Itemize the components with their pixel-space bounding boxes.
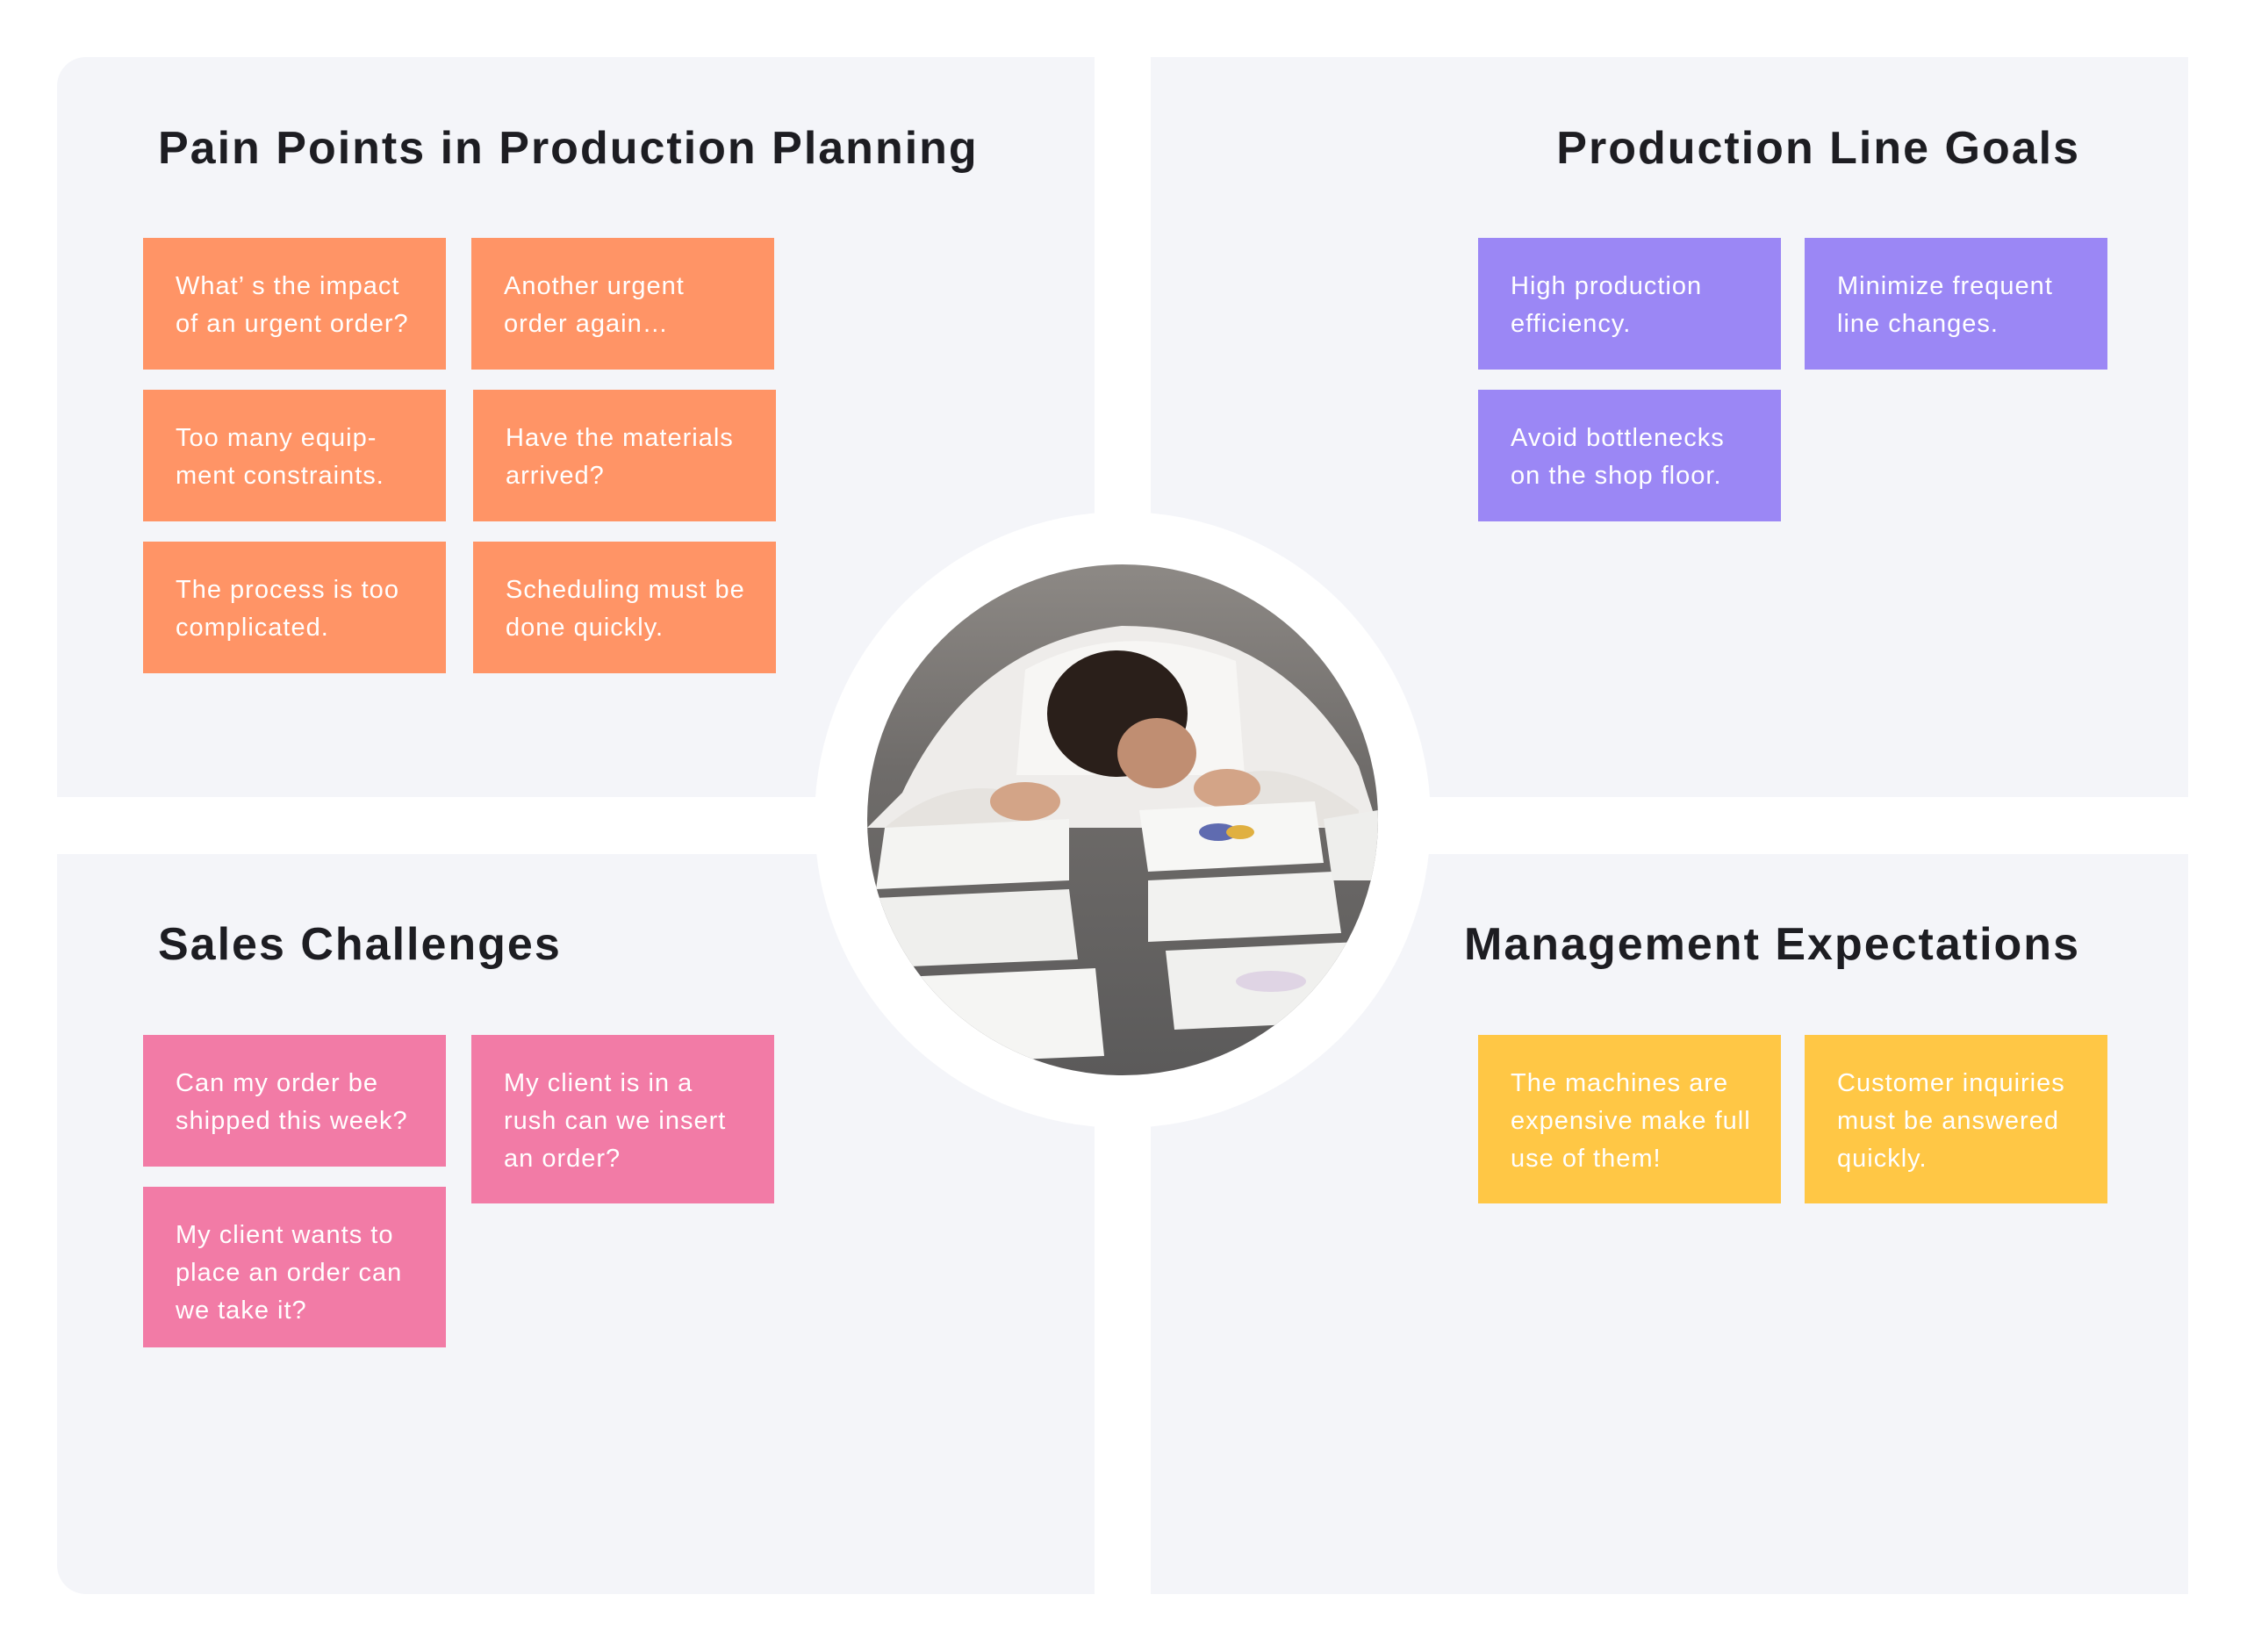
- goal-note: High production efficiency.: [1478, 238, 1781, 370]
- goal-note: Minimize frequent line changes.: [1805, 238, 2107, 370]
- pain-note: Scheduling must be done quickly.: [473, 542, 776, 673]
- pain-note: The process is too complicated.: [143, 542, 446, 673]
- pain-points-title: Pain Points in Production Planning: [158, 123, 979, 174]
- management-note: Customer inquiries must be answered quic…: [1805, 1035, 2107, 1203]
- pain-note: Another urgent order again…: [471, 238, 774, 370]
- goals-title: Production Line Goals: [1556, 123, 2080, 174]
- pain-note: Too many equip-ment constraints.: [143, 390, 446, 521]
- management-title: Management Expectations: [1464, 919, 2080, 970]
- pain-note: Have the materials arrived?: [473, 390, 776, 521]
- goal-note: Avoid bottlenecks on the shop floor.: [1478, 390, 1781, 521]
- sales-title: Sales Challenges: [158, 919, 562, 970]
- sales-note: My client is in a rush can we insert an …: [471, 1035, 774, 1203]
- sales-note: Can my order be shipped this week?: [143, 1035, 446, 1167]
- stressed-worker-photo: [867, 564, 1378, 1075]
- sales-note: My client wants to place an order can we…: [143, 1187, 446, 1347]
- management-note: The machines are expensive make full use…: [1478, 1035, 1781, 1203]
- pain-note: What’ s the impact of an urgent order?: [143, 238, 446, 370]
